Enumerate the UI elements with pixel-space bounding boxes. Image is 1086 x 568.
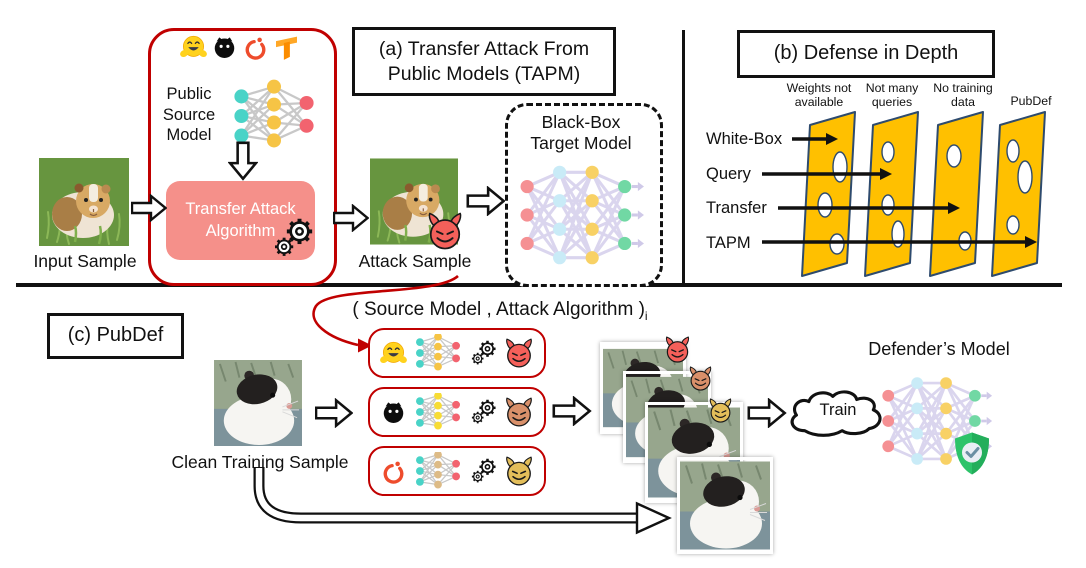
huggingface-icon <box>180 34 207 61</box>
devil-icon-orange <box>504 397 534 427</box>
black-box-label-line2: Target Model <box>530 133 632 153</box>
attack-arrow-query <box>762 168 892 180</box>
cloud-outline-icon <box>790 390 882 437</box>
source-attack-row-2 <box>368 387 546 437</box>
panel-a-title-line1: (a) Transfer Attack From <box>378 37 590 60</box>
down-arrow-icon <box>228 141 258 181</box>
clean-sample-label: Clean Training Sample <box>171 452 349 472</box>
input-sample-image <box>38 158 130 246</box>
divider-vertical <box>682 30 685 283</box>
defense-layer-2 <box>864 111 919 277</box>
source-attack-row-3 <box>368 446 546 496</box>
transfer-attack-label-line1: Transfer Attack <box>185 200 296 219</box>
pair-label: ( Source Model , Attack Algorithm )i <box>352 299 648 323</box>
panel-b-title: (b) Defense in Depth <box>737 30 995 78</box>
arrow-input-to-algorithm <box>131 194 167 222</box>
panel-b-title-text: (b) Defense in Depth <box>773 42 959 65</box>
black-box-label-line1: Black-Box <box>541 112 621 132</box>
panel-a-title: (a) Transfer Attack From Public Models (… <box>352 27 616 96</box>
clean-sample-image <box>213 360 303 446</box>
attack-type-label-tapm: TAPM <box>706 233 751 252</box>
defense-layer-4 <box>991 111 1046 277</box>
row-nn <box>413 334 463 372</box>
gears-icon <box>470 398 498 426</box>
attack-arrow-transfer <box>778 202 960 214</box>
transfer-attack-label-line2: Algorithm <box>205 221 276 240</box>
defense-layers-chart <box>762 111 1046 277</box>
clean-sample-bypass-arrowhead <box>635 501 672 535</box>
arrow-clean-to-sources <box>315 398 353 428</box>
black-box-label: Black-Box Target Model <box>510 112 652 154</box>
source-attack-row-1 <box>368 328 546 378</box>
tensorflow-icon <box>273 34 300 61</box>
defense-layer-3 <box>929 111 984 277</box>
github-icon <box>211 34 238 61</box>
stack-image-4-clean <box>677 457 773 554</box>
train-label: Train <box>819 401 857 419</box>
input-sample-label: Input Sample <box>33 251 137 271</box>
stack-devil-icon-1 <box>664 336 691 363</box>
attack-sample-label: Attack Sample <box>358 251 472 271</box>
devil-icon-red <box>504 338 534 368</box>
arrow-sources-to-stack <box>552 396 592 426</box>
panel-a-title-line2: Public Models (TAPM) <box>387 62 581 85</box>
pair-subscript: i <box>644 308 648 323</box>
panel-c-title: (c) PubDef <box>47 313 184 359</box>
stack-devil-icon-2 <box>688 366 713 391</box>
logo-row <box>180 34 300 61</box>
huggingface-icon <box>380 340 407 367</box>
train-cloud: Train <box>786 384 890 442</box>
attack-type-label-query: Query <box>706 164 751 183</box>
transfer-attack-box: Transfer Attack Algorithm <box>166 181 315 260</box>
row-nn <box>413 393 463 431</box>
defender-model-label: Defender’s Model <box>868 339 1010 359</box>
github-icon <box>380 399 407 426</box>
row-nn <box>413 452 463 490</box>
public-source-model-label: Public Source Model <box>162 85 216 145</box>
attack-type-label-whitebox: White-Box <box>706 130 783 148</box>
devil-icon-yellow <box>504 456 534 486</box>
shield-check-icon <box>952 430 992 477</box>
arrow-stack-to-train <box>746 398 788 428</box>
public-source-model-nn <box>230 78 318 154</box>
pytorch-icon <box>242 34 269 61</box>
gears-icon <box>470 339 498 367</box>
defense-column-header-4: PubDef <box>1010 94 1052 108</box>
arrow-algorithm-to-attack <box>333 204 369 232</box>
stack-devil-icon-3 <box>708 398 733 423</box>
attack-arrow-tapm <box>762 236 1037 248</box>
panel-c-title-text: (c) PubDef <box>67 324 164 347</box>
attack-devil-icon <box>426 212 464 250</box>
attack-arrow-whitebox <box>792 133 838 145</box>
pytorch-icon <box>380 458 407 485</box>
black-box-nn <box>519 158 645 272</box>
gears-icon <box>272 216 316 260</box>
gears-icon <box>470 457 498 485</box>
attack-type-label-transfer: Transfer <box>706 198 767 217</box>
arrow-attack-to-target <box>466 186 506 216</box>
